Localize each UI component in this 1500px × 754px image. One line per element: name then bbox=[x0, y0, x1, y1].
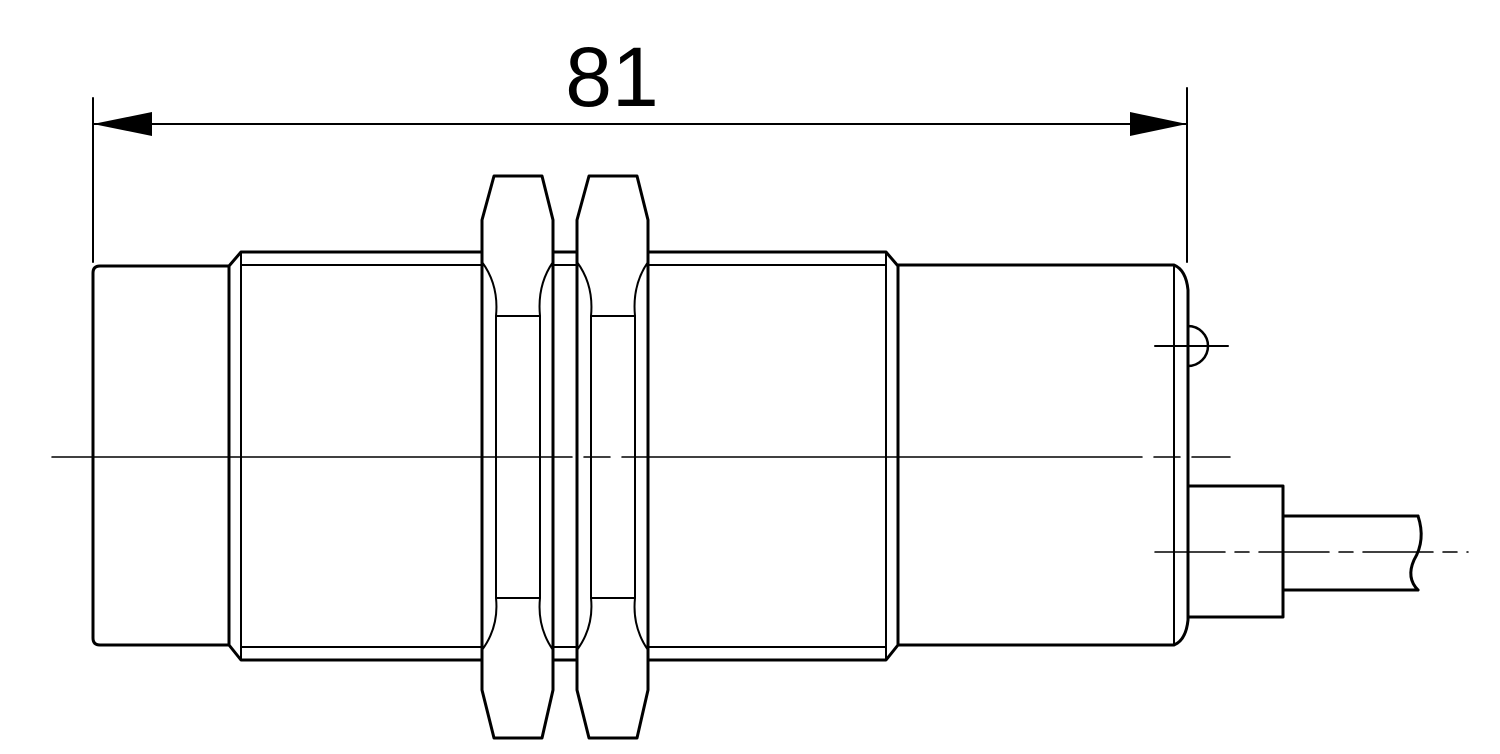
dimension-value-label: 81 bbox=[565, 30, 658, 124]
rear-housing bbox=[896, 263, 1190, 647]
led-indicator bbox=[1154, 319, 1229, 373]
dimension-arrow-right bbox=[1130, 112, 1187, 136]
cable bbox=[1281, 514, 1423, 592]
front-cap bbox=[91, 264, 231, 647]
sensor-body bbox=[91, 250, 1190, 662]
overall-length-dimension: 81 bbox=[92, 30, 1188, 263]
threaded-barrel bbox=[227, 250, 900, 662]
dimension-arrow-left bbox=[93, 112, 152, 136]
